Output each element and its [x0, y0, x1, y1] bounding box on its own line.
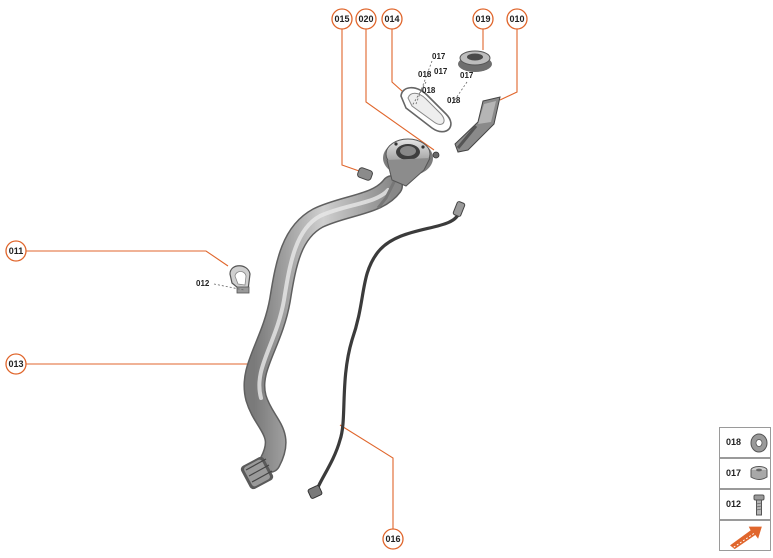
nut-icon	[750, 466, 768, 480]
leader-010	[499, 29, 518, 101]
navigate-button[interactable]	[719, 520, 771, 551]
dashed-leaders	[213, 60, 468, 291]
legend-item-018[interactable]: 018	[719, 427, 771, 458]
plug-015	[357, 167, 373, 181]
legend-label: 018	[726, 437, 742, 447]
callout-013[interactable]: 013	[5, 353, 27, 375]
mounting-bracket-014	[400, 86, 452, 133]
label-017-a: 017	[432, 52, 446, 61]
washer-icon	[750, 433, 768, 453]
label-018-a: 018	[418, 70, 432, 79]
legend-label: 017	[726, 468, 742, 478]
hose-end-fitting	[240, 456, 274, 490]
label-017-c: 017	[460, 71, 474, 80]
callout-010[interactable]: 010	[506, 8, 528, 30]
svg-text:016: 016	[385, 534, 400, 544]
grommet-019	[458, 50, 492, 72]
callout-016[interactable]: 016	[382, 528, 404, 550]
drain-funnel-010	[454, 96, 501, 153]
callout-020[interactable]: 020	[355, 8, 377, 30]
callout-019[interactable]: 019	[472, 8, 494, 30]
bolt-icon	[753, 494, 765, 516]
svg-text:014: 014	[384, 14, 399, 24]
part-labels: 017 018 017 018 017 018 012	[196, 52, 474, 288]
filler-hose	[243, 175, 403, 473]
cable-016	[307, 201, 466, 499]
screw-020	[432, 151, 440, 159]
svg-text:019: 019	[475, 14, 490, 24]
svg-text:013: 013	[8, 359, 23, 369]
leader-016	[339, 424, 394, 529]
label-018-c: 018	[447, 96, 461, 105]
legend-label: 012	[726, 499, 742, 509]
svg-text:011: 011	[9, 246, 24, 256]
svg-text:010: 010	[509, 14, 524, 24]
clamp-011	[229, 265, 251, 294]
label-018-b: 018	[422, 86, 436, 95]
leader-011	[25, 250, 229, 267]
legend-item-017[interactable]: 017	[719, 458, 771, 489]
legend-item-012[interactable]: 012	[719, 489, 771, 520]
label-012: 012	[196, 279, 210, 288]
leader-015	[341, 29, 363, 173]
callout-011[interactable]: 011	[5, 240, 27, 262]
callout-015[interactable]: 015	[331, 8, 353, 30]
leader-lines	[25, 29, 518, 529]
arrow-icon	[730, 526, 762, 550]
svg-text:015: 015	[334, 14, 349, 24]
filler-neck-head	[383, 138, 433, 187]
label-017-b: 017	[434, 67, 448, 76]
leader-020	[365, 29, 435, 151]
callout-014[interactable]: 014	[381, 8, 403, 30]
svg-text:020: 020	[358, 14, 373, 24]
